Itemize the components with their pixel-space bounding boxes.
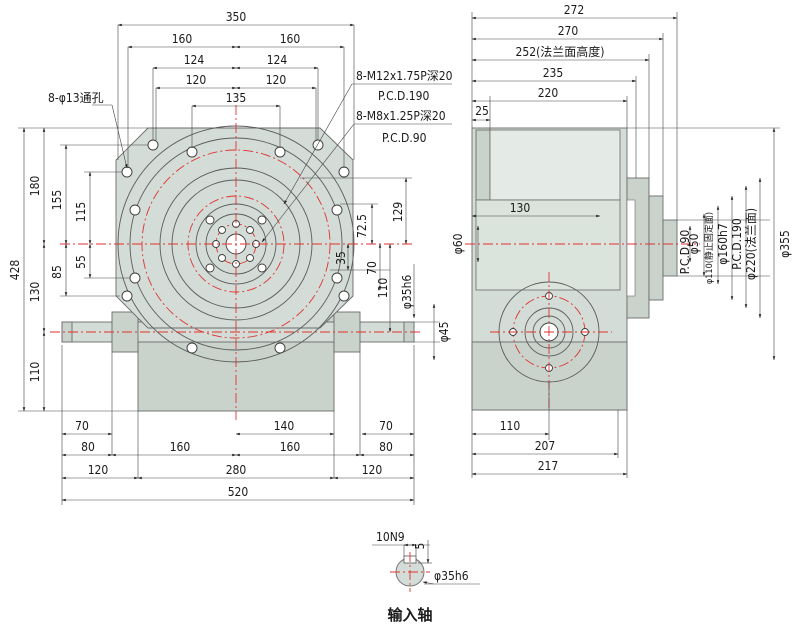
side-bottom-dim-labels: 110 207 217: [500, 419, 559, 473]
dim-160-left: 160: [172, 32, 193, 46]
dim-280: 280: [226, 463, 247, 477]
leader-notes: 8-φ13通孔 8-M12x1.75P深20 P.C.D.190 8-M8x1.…: [48, 69, 453, 243]
tap-note-m12: 8-M12x1.75P深20: [356, 69, 453, 83]
dim-428: 428: [8, 260, 22, 281]
dim-350: 350: [226, 10, 247, 24]
dim-55: 55: [74, 255, 88, 269]
tap-note-m8: 8-M8x1.25P深20: [356, 109, 446, 123]
side-top-dimensions: [471, 12, 678, 220]
dim-270: 270: [558, 24, 579, 38]
side-view: [465, 127, 700, 411]
side-top-dim-labels: 272 270 252(法兰面高度) 235 220 25: [475, 3, 604, 118]
dim-217: 217: [538, 459, 559, 473]
keyway-10n9: 10N9: [376, 530, 405, 544]
pcd-90-note: P.C.D.90: [382, 131, 427, 145]
dim-160-bl: 160: [170, 440, 191, 454]
dim-pcd-90-side: P.C.D.90: [678, 230, 692, 275]
dim-130-side: 130: [510, 201, 531, 215]
dim-phi-60: φ60: [451, 233, 465, 254]
front-bottom-dimensions: [61, 345, 415, 505]
through-hole-note: 8-φ13通孔: [48, 91, 104, 105]
dim-180: 180: [28, 176, 42, 197]
dim-phi-160h7: φ160h7: [716, 223, 730, 264]
dim-phi-50: φ50: [687, 233, 701, 254]
dim-120-right: 120: [266, 73, 287, 87]
side-right-dim-labels: φ50 P.C.D.90 φ110(静止固定面) φ160h7 P.C.D.19…: [678, 208, 792, 284]
front-left-dim-labels: 428 180 155 115 85 55 130 110: [8, 176, 88, 383]
keyway-depth-5: 5: [413, 543, 427, 550]
pcd-190-note: P.C.D.190: [378, 89, 430, 103]
dim-160-br: 160: [280, 440, 301, 454]
dim-207: 207: [535, 439, 556, 453]
dim-129: 129: [391, 202, 405, 223]
input-shaft-section: 10N9 5 φ35h6 输入轴: [372, 530, 480, 624]
side-right-dimensions: [627, 127, 780, 361]
front-top-dim-labels: 350 160 160 124 124 120 120 135: [172, 10, 301, 105]
dim-140: 140: [274, 419, 295, 433]
dim-phi-110-static: φ110(静止固定面): [703, 212, 715, 284]
side-inner-dimensions: 130 φ60: [451, 201, 601, 263]
dim-70: 70: [365, 261, 379, 275]
dim-120-left: 120: [88, 463, 109, 477]
front-left-dimensions: [18, 127, 148, 412]
dim-70-left: 70: [75, 419, 89, 433]
flange-plate: [115, 127, 354, 329]
dim-phi-355: φ355: [778, 230, 792, 258]
dim-252-flange-height: 252(法兰面高度): [515, 44, 604, 59]
dim-120-right: 120: [362, 463, 383, 477]
dim-phi-220-flange: φ220(法兰面): [744, 208, 758, 280]
dim-pcd-190-side: P.C.D.190: [730, 218, 744, 270]
dim-130: 130: [28, 282, 42, 303]
front-right-dim-labels: 129 72.5 35 70 110 φ35h6 φ45: [334, 202, 451, 343]
front-bottom-dim-labels: 70 80 160 140 160 70 80 120 280 120 520: [75, 419, 393, 499]
dim-110-right: 110: [376, 278, 390, 299]
dim-520: 520: [228, 485, 249, 499]
dim-110: 110: [28, 362, 42, 383]
dim-220: 220: [538, 86, 559, 100]
dim-shaft-35h6: φ35h6: [400, 275, 414, 310]
dim-110-side: 110: [500, 419, 521, 433]
front-view: [50, 105, 420, 420]
dim-135: 135: [226, 91, 247, 105]
dim-80-left: 80: [81, 440, 95, 454]
dim-115: 115: [74, 202, 88, 223]
dim-72-5: 72.5: [355, 214, 369, 238]
dim-272: 272: [564, 3, 585, 17]
side-bottom-dimensions: [471, 382, 628, 478]
dim-124-right: 124: [267, 53, 288, 67]
dim-70-right: 70: [379, 419, 393, 433]
front-top-dimensions: [117, 23, 355, 168]
dim-160-right: 160: [280, 32, 301, 46]
dim-235: 235: [543, 66, 564, 80]
dim-120-left: 120: [186, 73, 207, 87]
dim-80-right: 80: [379, 440, 393, 454]
input-shaft-title: 输入轴: [387, 606, 432, 624]
shaft-dia-35h6: φ35h6: [434, 569, 469, 583]
front-right-dimensions: [300, 177, 440, 361]
dim-35: 35: [334, 251, 348, 265]
dim-shaft-45: φ45: [437, 322, 451, 343]
dim-85: 85: [50, 265, 64, 279]
dim-25: 25: [475, 104, 489, 118]
dim-155: 155: [50, 190, 64, 211]
dim-124-left: 124: [184, 53, 205, 67]
